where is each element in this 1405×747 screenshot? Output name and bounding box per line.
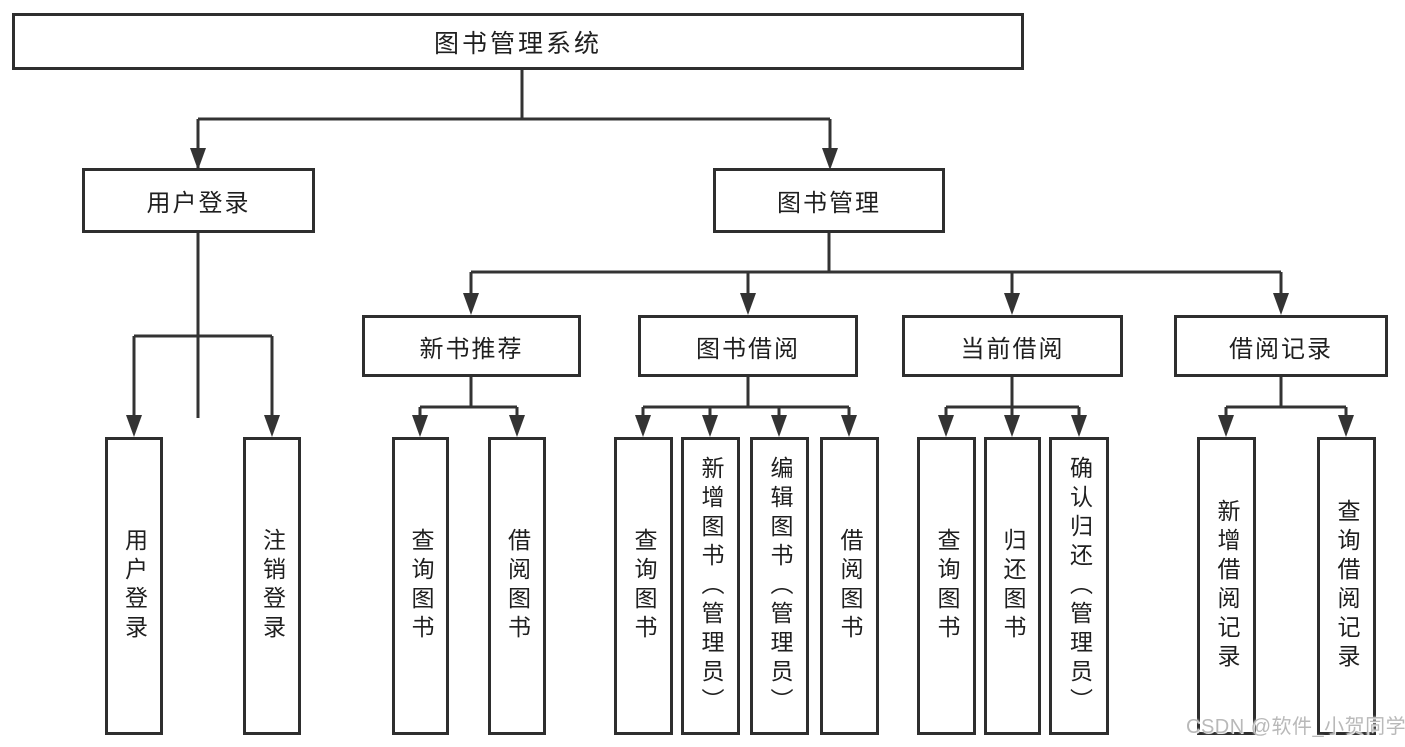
node-book-borrowing: 图书借阅 [638, 315, 858, 377]
leaf-borrow-add-book-admin: 新增图书（管理员） [681, 437, 740, 735]
node-label: 用户登录 [146, 190, 251, 217]
node-label: 当前借阅 [960, 335, 1065, 363]
node-label: 图书管理系统 [433, 29, 602, 58]
node-label: 图书借阅 [696, 335, 800, 363]
leaf-label: 查询图书 [934, 528, 960, 644]
connector-root-to-level2 [196, 70, 832, 418]
arrowheads [126, 148, 1354, 437]
node-book-management: 图书管理 [713, 168, 945, 233]
leaf-label: 新增借阅记录 [1214, 499, 1240, 673]
leaf-label: 查询图书 [631, 528, 657, 644]
leaf-borrow-borrow-book: 借阅图书 [820, 437, 879, 735]
node-label: 新书推荐 [419, 335, 524, 363]
csdn-watermark: CSDN @软件_小贺同学 [1186, 716, 1405, 738]
leaf-label: 借阅图书 [837, 528, 863, 644]
node-current-borrowing: 当前借阅 [902, 315, 1123, 377]
leaf-label: 归还图书 [1000, 528, 1026, 644]
leaf-borrow-query-book: 查询图书 [614, 437, 673, 735]
node-borrowing-records: 借阅记录 [1174, 315, 1388, 377]
leaf-label: 新增图书（管理员） [698, 455, 724, 717]
leaf-borrow-edit-book-admin: 编辑图书（管理员） [750, 437, 809, 735]
leaf-user-login: 用户登录 [105, 437, 163, 735]
leaf-recommend-borrow-book: 借阅图书 [488, 437, 546, 735]
leaf-records-query-record: 查询借阅记录 [1317, 437, 1376, 735]
node-user-login: 用户登录 [82, 168, 315, 233]
leaf-logout: 注销登录 [243, 437, 301, 735]
leaf-current-query-book: 查询图书 [917, 437, 976, 735]
leaf-current-confirm-return-admin: 确认归还（管理员） [1049, 437, 1109, 735]
leaf-label: 注销登录 [259, 528, 286, 644]
node-label: 图书管理 [777, 190, 881, 217]
node-label: 借阅记录 [1229, 335, 1333, 363]
leaf-recommend-query-book: 查询图书 [392, 437, 449, 735]
leaf-label: 编辑图书（管理员） [767, 455, 793, 717]
node-library-management-system: 图书管理系统 [12, 13, 1024, 70]
leaf-label: 用户登录 [121, 528, 148, 644]
leaf-label: 查询借阅记录 [1334, 499, 1360, 673]
leaf-label: 查询图书 [408, 528, 434, 644]
connector-lines-main [132, 233, 1348, 418]
leaf-label: 借阅图书 [504, 528, 531, 644]
leaf-current-return-book: 归还图书 [984, 437, 1041, 735]
node-new-book-recommend: 新书推荐 [362, 315, 581, 377]
leaf-records-add-record: 新增借阅记录 [1197, 437, 1256, 735]
leaf-label: 确认归还（管理员） [1066, 455, 1093, 717]
